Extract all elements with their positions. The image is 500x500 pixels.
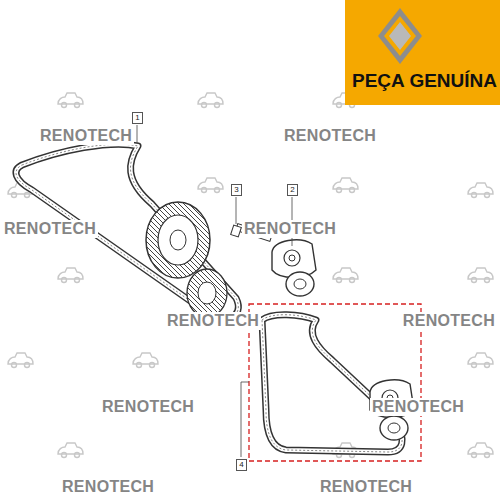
crank-pulley [146,202,210,278]
watermark: RENOTECH [60,478,156,496]
watermark: RENOTECH [2,220,98,238]
badge-text: PEÇA GENUÍNA [352,70,497,92]
callout-number: 4 [236,459,247,471]
alternator-pulley [187,269,227,317]
watermark-cars [8,93,493,458]
watermark: RENOTECH [370,398,466,416]
tensioner [272,240,316,296]
watermark: RENOTECH [100,398,196,416]
genuine-badge [345,0,500,105]
callout-number: 1 [132,112,143,124]
watermark: RENOTECH [318,478,414,496]
watermark: RENOTECH [242,220,338,238]
watermark: RENOTECH [401,312,497,330]
watermark: RENOTECH [38,127,134,145]
callout-number: 2 [287,184,298,196]
kit-outline [249,304,421,461]
watermark: RENOTECH [165,312,261,330]
renault-logo [378,8,422,64]
callout-number: 3 [231,184,242,196]
watermark: RENOTECH [282,127,378,145]
